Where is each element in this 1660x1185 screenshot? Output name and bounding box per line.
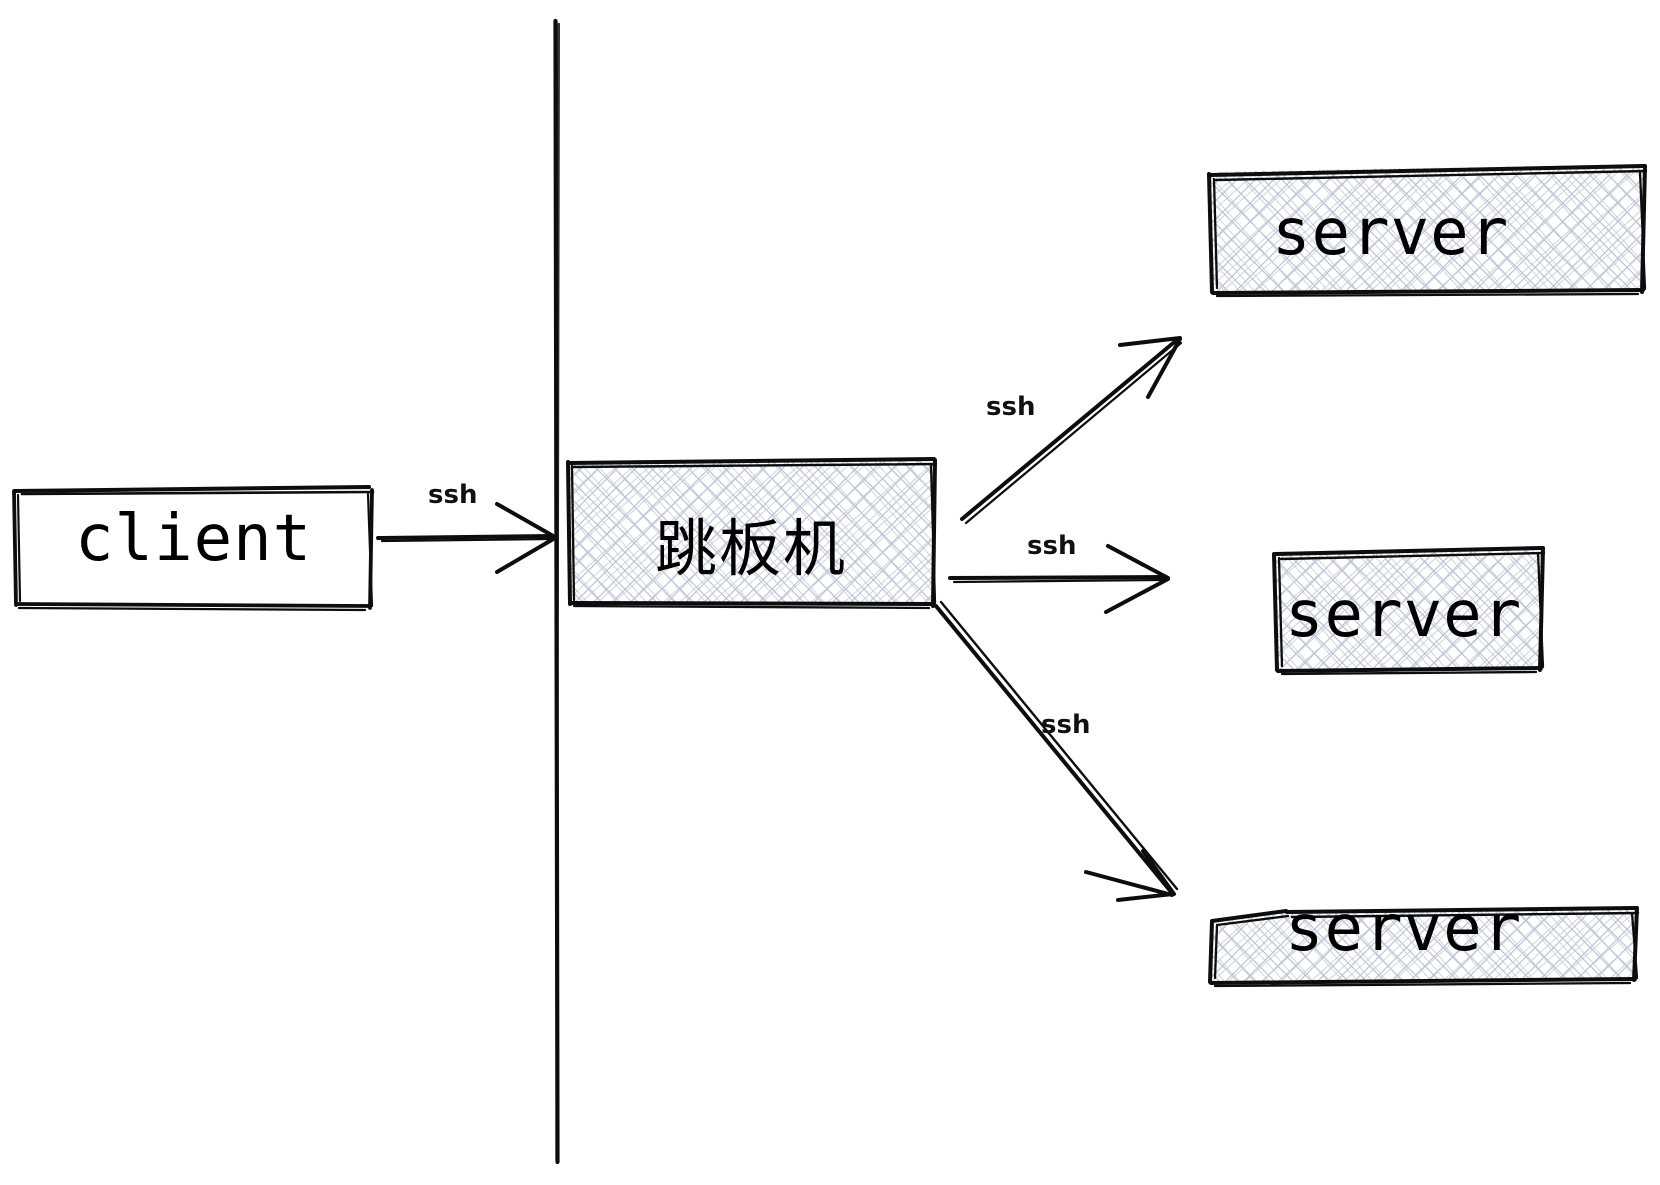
node-server-middle-shape[interactable]: [1272, 546, 1546, 676]
node-client-shape[interactable]: [12, 485, 375, 612]
edge-jump-host-to-server-middle: [948, 544, 1170, 614]
edge-jump-host-to-server-bottom: [934, 600, 1179, 902]
node-server-top-shape[interactable]: [1207, 164, 1648, 298]
node-server-bottom-shape[interactable]: [1208, 906, 1640, 988]
edge-jump-host-to-server-top: [960, 336, 1183, 525]
edge-client-to-jump-host: [376, 502, 557, 574]
network-boundary-line: [553, 18, 560, 1165]
node-jump-host-shape[interactable]: [566, 457, 938, 610]
